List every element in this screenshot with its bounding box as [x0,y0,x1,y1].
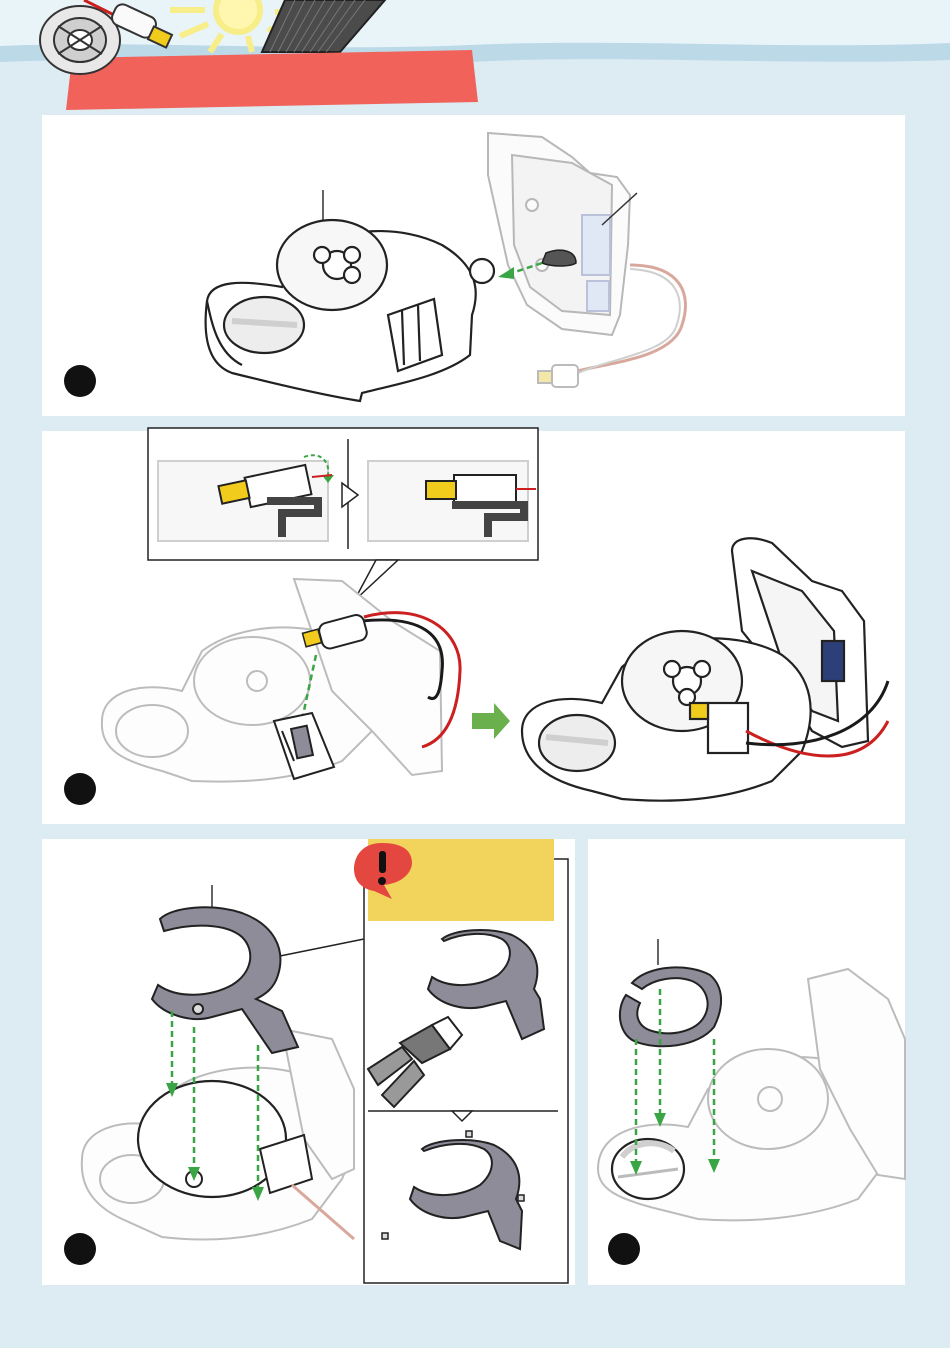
rotor-top [138,1081,286,1197]
control-board [488,133,630,335]
title-banner [66,50,478,110]
cover-plate [152,907,298,1053]
step-3-badge [64,1233,96,1265]
step-2-panel [42,431,905,824]
connector-plug [538,365,578,387]
wheel-icon [40,6,120,74]
step-1-panel [42,115,905,416]
step-4-panel [588,839,905,1285]
assembled-unit [522,538,868,800]
motor-clip-detail [148,428,538,560]
step-3-panel [42,839,575,1285]
step-1-badge [64,365,96,397]
step-2-badge [64,773,96,805]
faded-assembly [102,579,442,782]
step-4-badge [608,1233,640,1265]
page-header [0,0,950,112]
next-arrow [472,703,510,739]
ring-clip [620,967,721,1046]
rotor-housing [206,220,494,401]
